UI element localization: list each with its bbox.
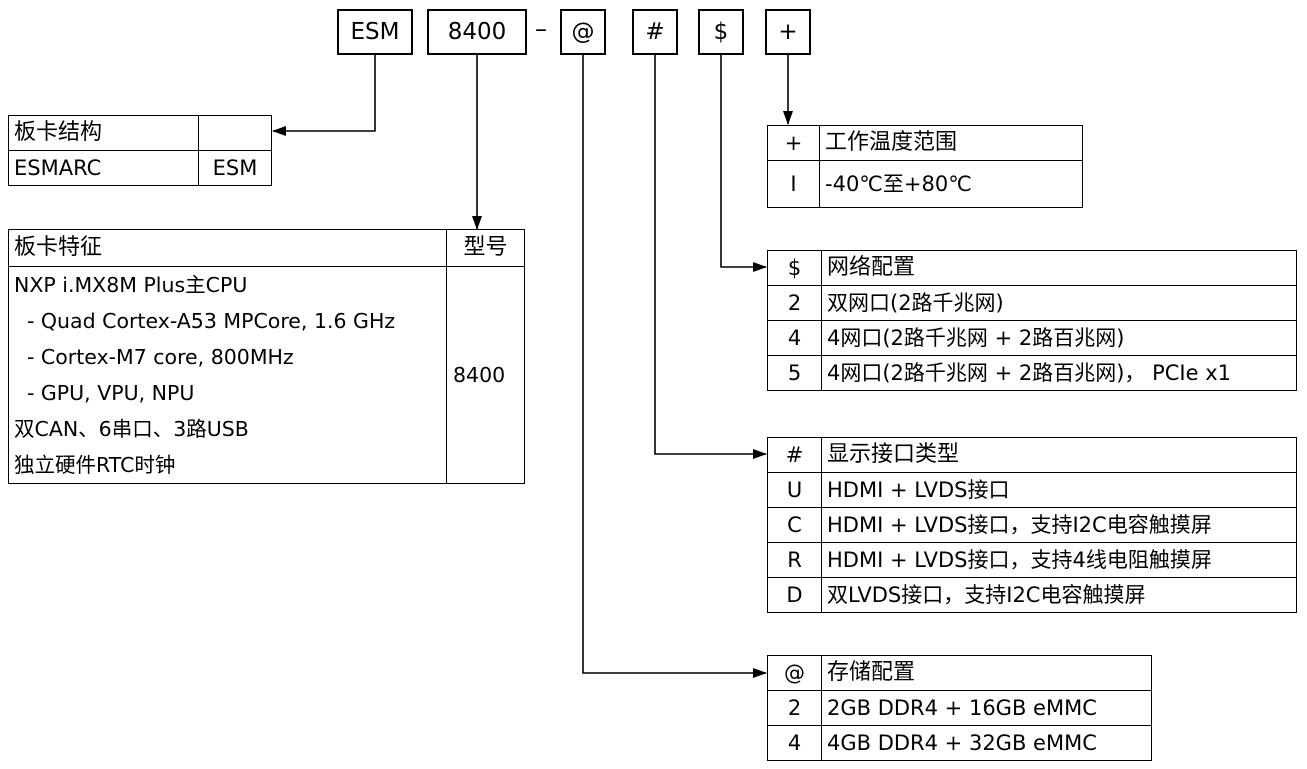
display-desc: HDMI + LVDS接口	[821, 472, 1297, 508]
display-code: U	[767, 472, 822, 508]
feature-line: NXP i.MX8M Plus主CPU	[8, 266, 447, 303]
network-code: 4	[767, 320, 822, 356]
structure-header-blank	[198, 115, 272, 151]
structure-code: ESM	[198, 150, 272, 186]
code-prefix-box: ESM	[337, 9, 413, 55]
display-header-symbol: #	[767, 437, 822, 473]
display-desc: 双LVDS接口，支持I2C电容触摸屏	[821, 577, 1297, 613]
code-storage-box: @	[560, 9, 606, 55]
board-structure-table: 板卡结构 ESMARC ESM	[8, 115, 272, 186]
temperature-range: -40℃至+80℃	[819, 160, 1083, 208]
code-display-symbol: #	[645, 19, 665, 45]
features-header-label: 板卡特征	[8, 229, 447, 267]
table-header-row: 板卡结构	[8, 115, 272, 151]
table-row: 4 4GB DDR4 + 32GB eMMC	[767, 725, 1152, 761]
storage-header-label: 存储配置	[821, 655, 1152, 691]
table-row: R HDMI + LVDS接口，支持4线电阻触摸屏	[767, 542, 1297, 578]
network-code: 2	[767, 285, 822, 321]
storage-code: 4	[767, 725, 822, 761]
code-network-box: $	[698, 9, 744, 55]
feature-line: - Quad Cortex-A53 MPCore, 1.6 GHz	[8, 303, 447, 339]
network-desc: 4网口(2路千兆网 + 2路百兆网)， PCIe x1	[821, 355, 1297, 391]
code-temp-symbol: +	[778, 19, 798, 45]
features-model: 8400	[446, 266, 525, 484]
code-model-box: 8400	[427, 9, 527, 55]
table-row: 4 4网口(2路千兆网 + 2路百兆网)	[767, 320, 1297, 356]
storage-table: @ 存储配置 2 2GB DDR4 + 16GB eMMC 4 4GB DDR4…	[767, 655, 1152, 761]
display-desc: HDMI + LVDS接口，支持I2C电容触摸屏	[821, 507, 1297, 543]
network-header-label: 网络配置	[821, 250, 1297, 286]
storage-code: 2	[767, 690, 822, 726]
table-row: - Cortex-M7 core, 800MHz	[8, 339, 525, 375]
structure-name: ESMARC	[8, 150, 199, 186]
connector-prefix-to-structure	[272, 55, 376, 136]
feature-line: - Cortex-M7 core, 800MHz	[8, 339, 447, 375]
temperature-code: I	[767, 160, 820, 208]
structure-header-label: 板卡结构	[8, 115, 199, 151]
network-code: 5	[767, 355, 822, 391]
table-row: 2 2GB DDR4 + 16GB eMMC	[767, 690, 1152, 726]
code-model: 8400	[447, 19, 507, 45]
board-features-table: 板卡特征 型号 NXP i.MX8M Plus主CPU 8400 - Quad …	[8, 229, 525, 484]
feature-line: 双CAN、6串口、3路USB	[8, 411, 447, 447]
table-row: ESMARC ESM	[8, 150, 272, 186]
temperature-table: + 工作温度范围 I -40℃至+80℃	[767, 125, 1083, 208]
code-prefix: ESM	[350, 19, 400, 45]
connector-network	[720, 55, 767, 272]
features-header-model: 型号	[446, 229, 525, 267]
code-display-box: #	[632, 9, 678, 55]
table-row: 5 4网口(2路千兆网 + 2路百兆网)， PCIe x1	[767, 355, 1297, 391]
display-header-label: 显示接口类型	[821, 437, 1297, 473]
table-row: 双CAN、6串口、3路USB	[8, 411, 525, 447]
display-code: R	[767, 542, 822, 578]
table-row: NXP i.MX8M Plus主CPU 8400	[8, 266, 525, 484]
table-header-row: + 工作温度范围	[767, 125, 1083, 161]
feature-line: - GPU, VPU, NPU	[8, 375, 447, 411]
display-table: # 显示接口类型 U HDMI + LVDS接口 C HDMI + LVDS接口…	[767, 437, 1297, 613]
table-row: 2 双网口(2路千兆网)	[767, 285, 1297, 321]
code-network-symbol: $	[713, 19, 729, 45]
table-header-row: # 显示接口类型	[767, 437, 1297, 473]
network-desc: 双网口(2路千兆网)	[821, 285, 1297, 321]
table-row: U HDMI + LVDS接口	[767, 472, 1297, 508]
table-row: I -40℃至+80℃	[767, 160, 1083, 208]
display-code: D	[767, 577, 822, 613]
table-header-row: $ 网络配置	[767, 250, 1297, 286]
table-row: D 双LVDS接口，支持I2C电容触摸屏	[767, 577, 1297, 613]
display-desc: HDMI + LVDS接口，支持4线电阻触摸屏	[821, 542, 1297, 578]
table-header-row: @ 存储配置	[767, 655, 1152, 691]
table-header-row: 板卡特征 型号	[8, 229, 525, 267]
code-temp-box: +	[765, 9, 811, 55]
code-storage-symbol: @	[571, 19, 595, 45]
storage-desc: 4GB DDR4 + 32GB eMMC	[821, 725, 1152, 761]
connector-display	[654, 55, 767, 459]
network-table: $ 网络配置 2 双网口(2路千兆网) 4 4网口(2路千兆网 + 2路百兆网)…	[767, 250, 1297, 391]
connector-storage	[582, 55, 767, 678]
table-row: C HDMI + LVDS接口，支持I2C电容触摸屏	[767, 507, 1297, 543]
display-code: C	[767, 507, 822, 543]
network-desc: 4网口(2路千兆网 + 2路百兆网)	[821, 320, 1297, 356]
table-row: 独立硬件RTC时钟	[8, 447, 525, 484]
temperature-header-symbol: +	[767, 125, 820, 161]
temperature-header-label: 工作温度范围	[819, 125, 1083, 161]
storage-desc: 2GB DDR4 + 16GB eMMC	[821, 690, 1152, 726]
network-header-symbol: $	[767, 250, 822, 286]
table-row: - Quad Cortex-A53 MPCore, 1.6 GHz	[8, 303, 525, 339]
table-row: - GPU, VPU, NPU	[8, 375, 525, 411]
code-dash: –	[535, 15, 547, 43]
feature-line: 独立硬件RTC时钟	[8, 447, 447, 484]
storage-header-symbol: @	[767, 655, 822, 691]
